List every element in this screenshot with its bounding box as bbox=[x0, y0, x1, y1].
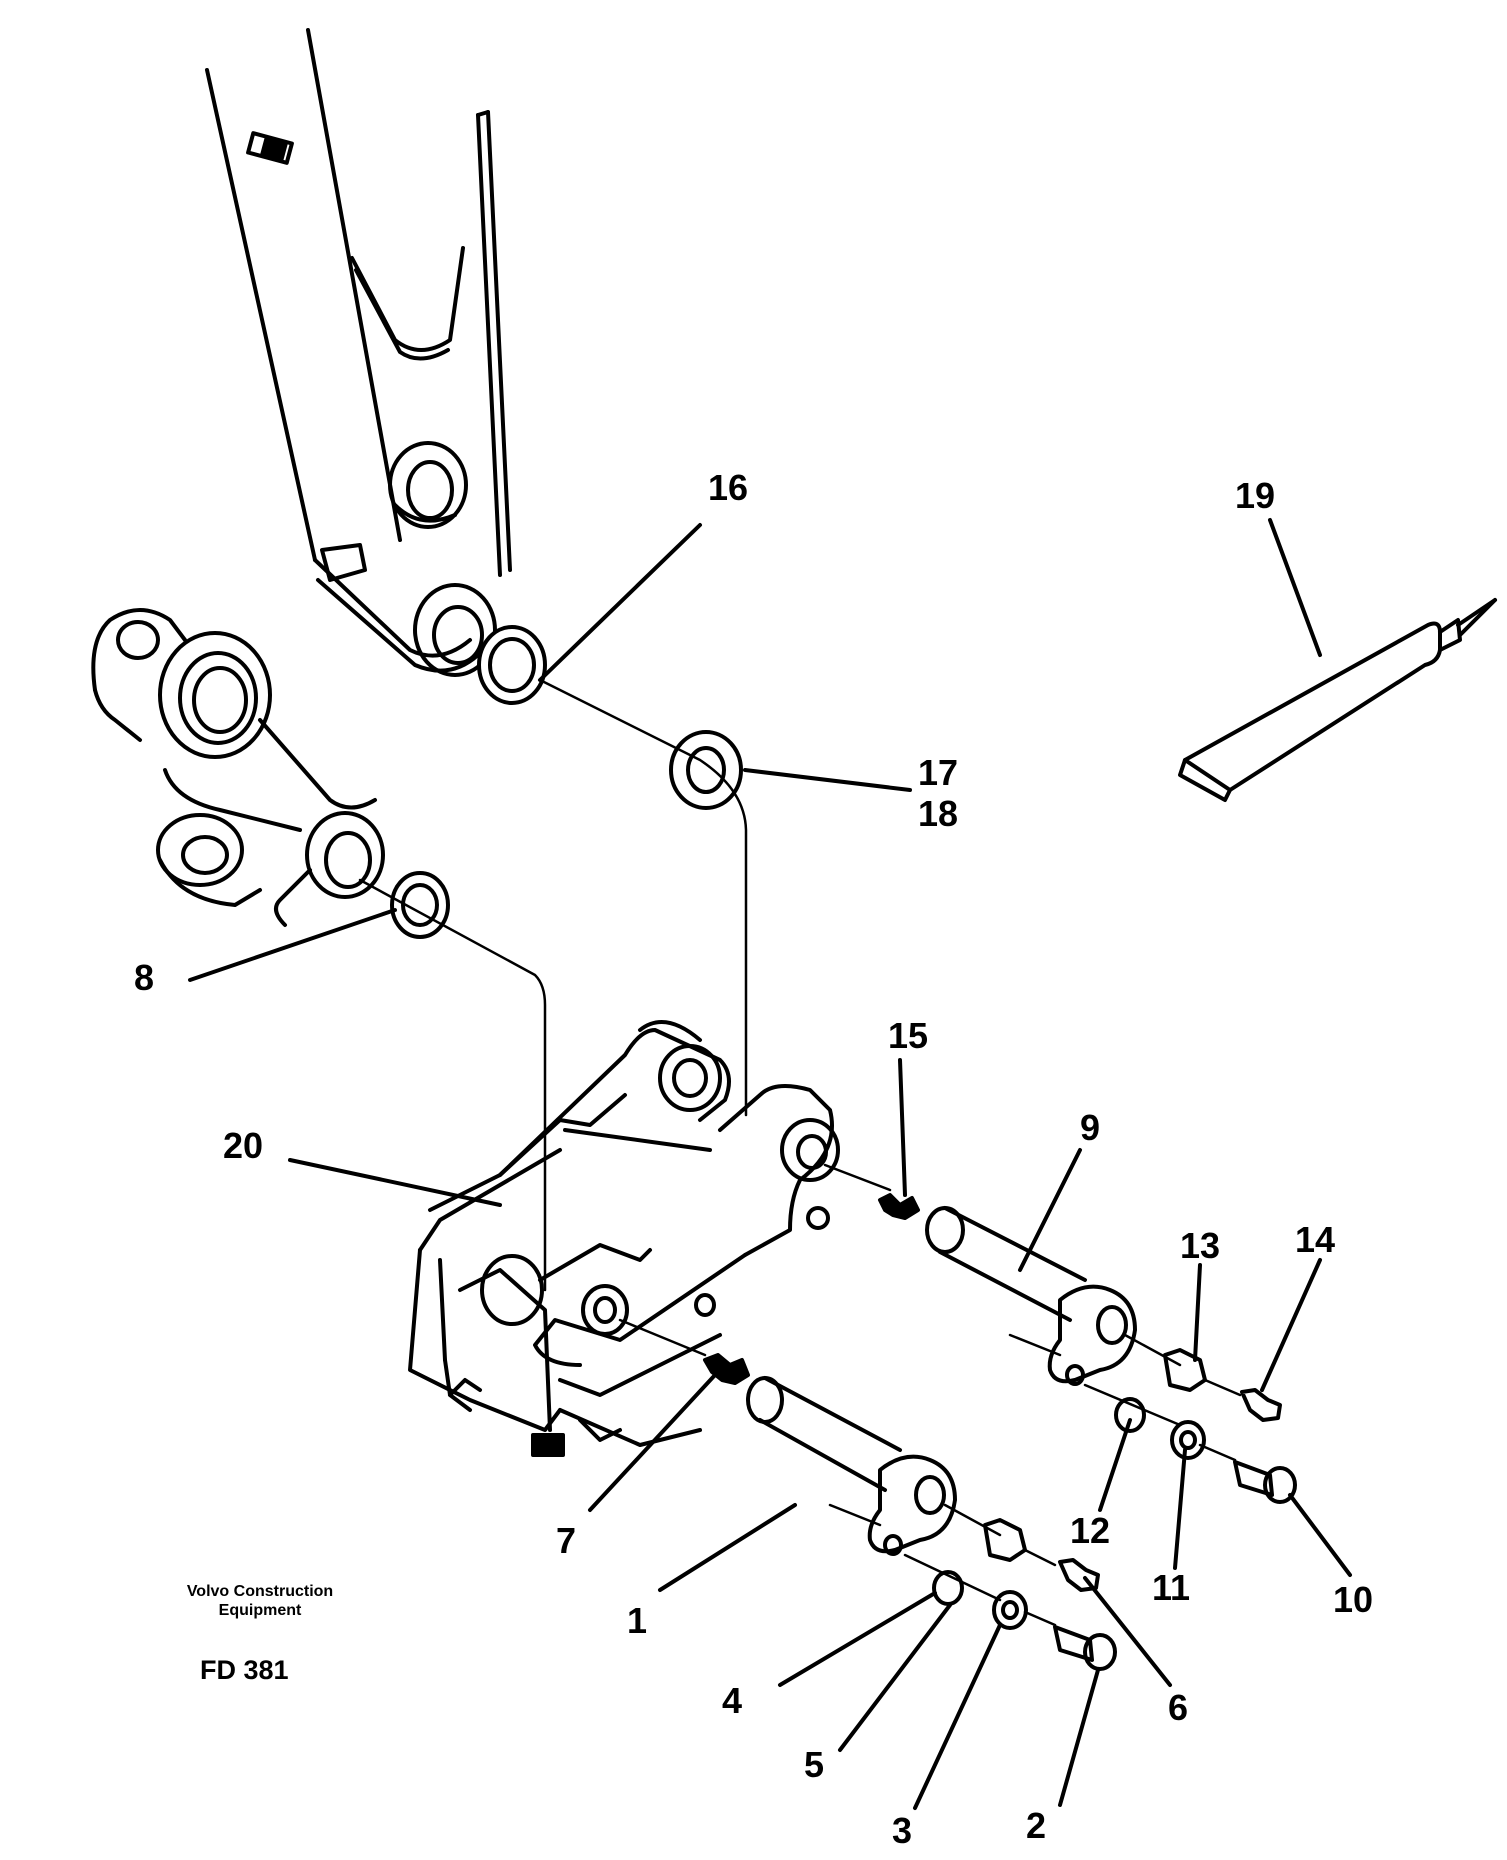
callout-5: 5 bbox=[804, 1744, 824, 1785]
callout-19: 19 bbox=[1235, 475, 1275, 516]
callout-16: 16 bbox=[708, 467, 748, 508]
callout-13: 13 bbox=[1180, 1225, 1220, 1266]
arm-bushing-and-seal bbox=[413, 583, 743, 810]
manufacturer-credit: Volvo Construction Equipment bbox=[170, 1582, 350, 1620]
drawing-number: FD 381 bbox=[200, 1655, 289, 1685]
pin-assembly-lower bbox=[618, 1318, 1117, 1671]
callout-1: 1 bbox=[627, 1600, 647, 1641]
callout-14: 14 bbox=[1295, 1219, 1335, 1260]
credit-line-2: Equipment bbox=[218, 1602, 302, 1619]
leader-lines bbox=[188, 518, 1352, 1810]
callout-17: 17 bbox=[918, 752, 958, 793]
callout-12: 12 bbox=[1070, 1510, 1110, 1551]
callout-11: 11 bbox=[1152, 1567, 1190, 1608]
callout-3: 3 bbox=[892, 1810, 912, 1851]
callout-18: 18 bbox=[918, 793, 958, 834]
pin-assembly-upper bbox=[823, 1163, 1297, 1504]
dipper-arm bbox=[205, 28, 512, 673]
callout-9: 9 bbox=[1080, 1107, 1100, 1148]
callout-8: 8 bbox=[134, 957, 154, 998]
callout-15: 15 bbox=[888, 1015, 928, 1056]
grease-tube bbox=[1178, 598, 1497, 802]
callout-labels: 1 2 3 4 5 6 7 8 9 10 11 12 13 14 15 16 1… bbox=[134, 467, 1373, 1851]
credit-line-1: Volvo Construction bbox=[186, 1583, 334, 1600]
callout-20: 20 bbox=[223, 1125, 263, 1166]
callout-2: 2 bbox=[1026, 1805, 1046, 1846]
link-arm bbox=[91, 608, 450, 939]
callout-6: 6 bbox=[1168, 1687, 1188, 1728]
callout-10: 10 bbox=[1333, 1579, 1373, 1620]
callout-7: 7 bbox=[556, 1520, 576, 1561]
quick-coupler-body bbox=[408, 1020, 840, 1457]
callout-4: 4 bbox=[722, 1680, 742, 1721]
